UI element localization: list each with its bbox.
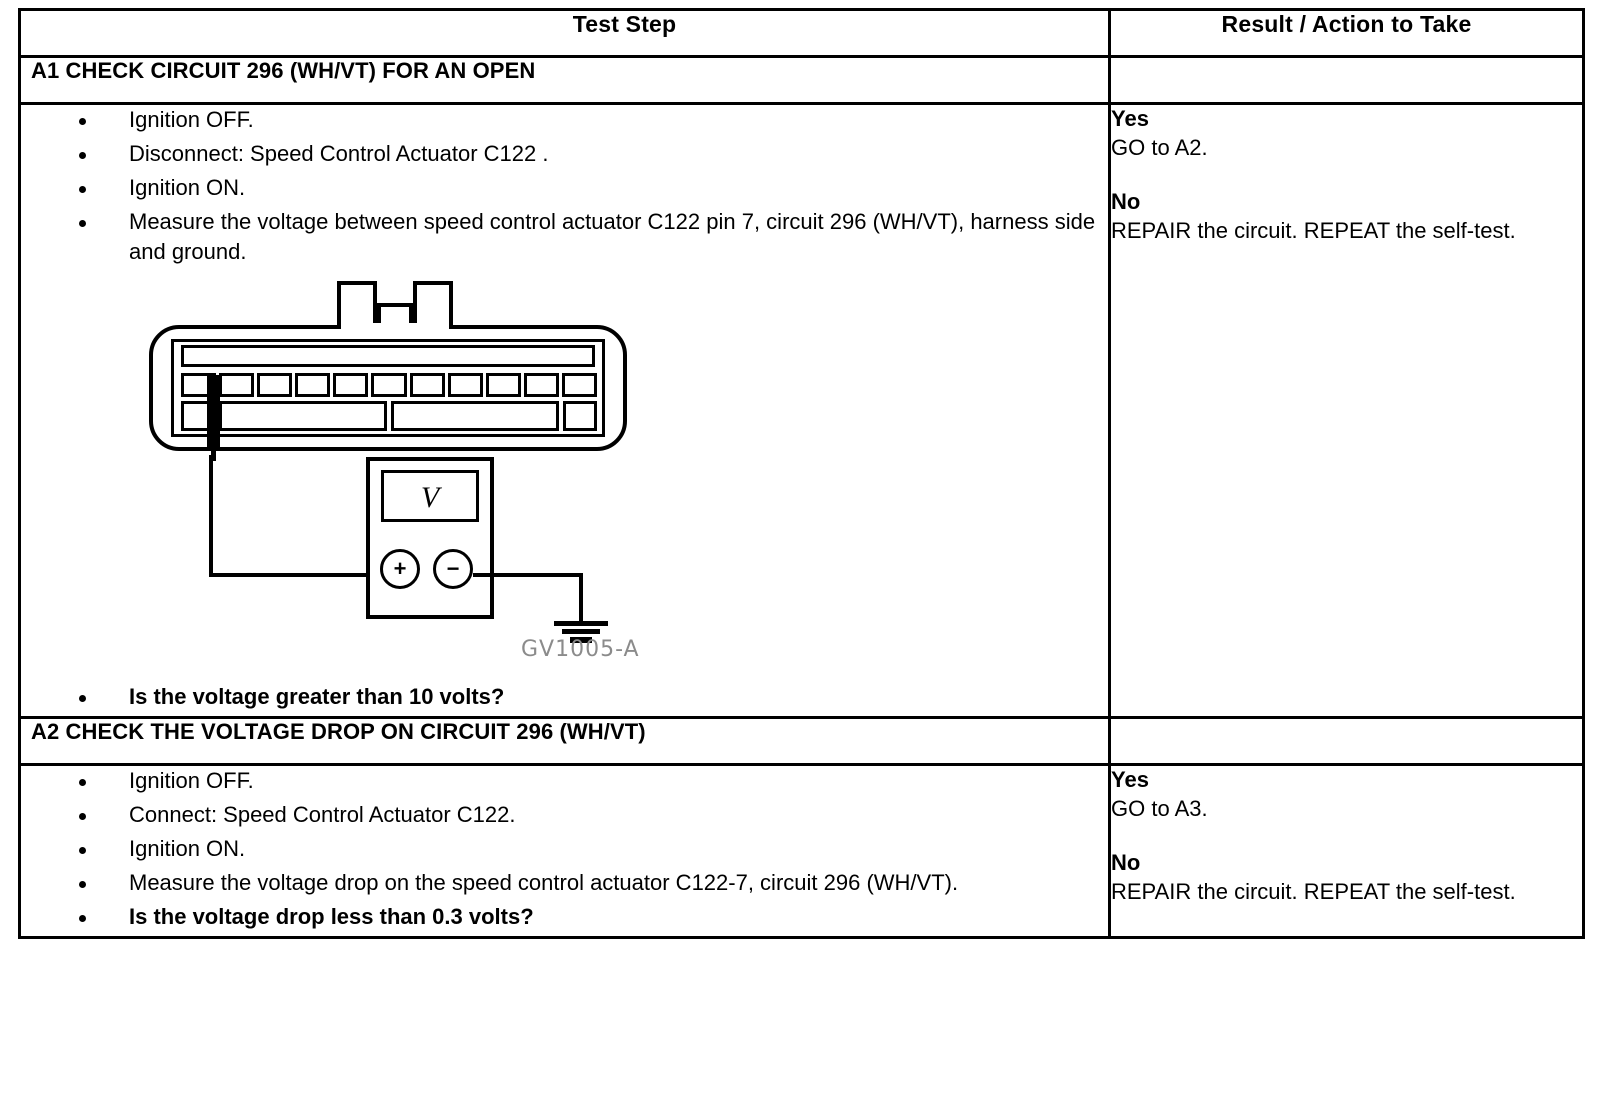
step-title-row-a1: A1 CHECK CIRCUIT 296 (WH/VT) FOR AN OPEN <box>18 55 1585 105</box>
step-question-list-a1: Is the voltage greater than 10 volts? <box>21 682 1108 714</box>
step-question-a1: Is the voltage greater than 10 volts? <box>21 682 1108 714</box>
column-header-result-action-label: Result / Action to Take <box>1221 11 1472 37</box>
diagnostic-table: Test Step Result / Action to Take A1 CHE… <box>18 8 1585 939</box>
connector-pin-row <box>181 373 598 397</box>
list-item: Connect: Speed Control Actuator C122. <box>21 800 1108 832</box>
connector-pin-cavity <box>561 373 598 397</box>
ground-symbol-bar-1 <box>554 621 608 626</box>
connector-pin-cavity <box>485 373 521 397</box>
multimeter-negative-jack: − <box>433 549 473 589</box>
step-title-blank-a1 <box>1108 55 1585 105</box>
connector-pin-cavity <box>523 373 559 397</box>
test-probe-tip <box>211 447 216 461</box>
step-body-cell-a1: Ignition OFF. Disconnect: Speed Control … <box>18 102 1111 719</box>
connector-meter-figure: V + − GV1005-A <box>21 277 1081 682</box>
step-title-row-a2: A2 CHECK THE VOLTAGE DROP ON CIRCUIT 296… <box>18 716 1585 766</box>
wire-probe-to-positive-jack <box>209 573 492 577</box>
result-yes-label-a2: Yes <box>1111 767 1149 792</box>
connector-pin-cavity <box>447 373 483 397</box>
step-title-cell-a2: A2 CHECK THE VOLTAGE DROP ON CIRCUIT 296… <box>18 716 1111 766</box>
table-header-row: Test Step Result / Action to Take <box>18 8 1585 58</box>
list-item: Ignition OFF. <box>21 105 1108 137</box>
column-header-test-step-label: Test Step <box>572 11 677 37</box>
step-title-a2: A2 CHECK THE VOLTAGE DROP ON CIRCUIT 296… <box>31 719 646 744</box>
list-item: Measure the voltage between speed contro… <box>21 207 1108 269</box>
result-cell-a2: Yes GO to A3. No REPAIR the circuit. REP… <box>1108 763 1585 939</box>
connector-pin-cavity <box>219 373 255 397</box>
list-item: Measure the voltage drop on the speed co… <box>21 868 1108 900</box>
step-bullet-list-a1: Ignition OFF. Disconnect: Speed Control … <box>21 105 1108 269</box>
connector-latch-icon <box>337 281 453 327</box>
connector-lower-cavity <box>391 401 559 431</box>
list-item: Ignition ON. <box>21 173 1108 205</box>
result-yes-action-a1: GO to A2. <box>1111 135 1208 160</box>
list-item: Ignition OFF. <box>21 766 1108 798</box>
result-no-label-a1: No <box>1111 189 1141 214</box>
connector-pin-cavity <box>409 373 445 397</box>
step-body-row-a2: Ignition OFF. Connect: Speed Control Act… <box>18 763 1585 939</box>
connector-lower-cavity-row <box>181 401 597 431</box>
ground-symbol-bar-2 <box>562 629 600 634</box>
wire-negative-jack-to-ground <box>473 573 583 577</box>
connector-lower-cavity <box>219 401 387 431</box>
figure-reference-code: GV1005-A <box>521 637 640 662</box>
ground-symbol-bar-3 <box>570 637 592 643</box>
result-spacer <box>1111 823 1582 849</box>
result-yes-label-a1: Yes <box>1111 106 1149 131</box>
step-body-cell-a2: Ignition OFF. Connect: Speed Control Act… <box>18 763 1111 939</box>
step-question-a2: Is the voltage drop less than 0.3 volts? <box>21 902 1108 934</box>
multimeter-positive-jack: + <box>380 549 420 589</box>
connector-pin-cavity-probed <box>295 373 331 397</box>
latch-right-leg <box>413 281 453 327</box>
wire-ground-vertical <box>579 573 583 623</box>
list-item: Ignition ON. <box>21 834 1108 866</box>
column-header-result-action: Result / Action to Take <box>1108 8 1585 58</box>
multimeter-display: V <box>381 470 479 522</box>
step-title-a1: A1 CHECK CIRCUIT 296 (WH/VT) FOR AN OPEN <box>31 58 536 83</box>
connector-top-slot <box>181 345 595 367</box>
latch-left-leg <box>337 281 377 327</box>
list-item: Disconnect: Speed Control Actuator C122 … <box>21 139 1108 171</box>
result-no-label-a2: No <box>1111 850 1141 875</box>
multimeter-display-value: V <box>420 481 440 514</box>
result-spacer <box>1111 162 1582 188</box>
connector-lower-cavity <box>563 401 597 431</box>
step-title-blank-a2 <box>1108 716 1585 766</box>
connector-pin-cavity <box>333 373 369 397</box>
result-cell-a1: Yes GO to A2. No REPAIR the circuit. REP… <box>1108 102 1585 719</box>
test-probe-icon <box>207 375 220 449</box>
result-no-action-a1: REPAIR the circuit. REPEAT the self-test… <box>1111 218 1516 243</box>
step-title-cell-a1: A1 CHECK CIRCUIT 296 (WH/VT) FOR AN OPEN <box>18 55 1111 105</box>
connector-pin-cavity <box>257 373 293 397</box>
column-header-test-step: Test Step <box>18 8 1111 58</box>
step-bullet-list-a2: Ignition OFF. Connect: Speed Control Act… <box>21 766 1108 934</box>
result-yes-action-a2: GO to A3. <box>1111 796 1208 821</box>
result-no-action-a2: REPAIR the circuit. REPEAT the self-test… <box>1111 879 1516 904</box>
step-body-row-a1: Ignition OFF. Disconnect: Speed Control … <box>18 102 1585 719</box>
latch-seam-cover <box>341 323 449 331</box>
connector-pin-cavity <box>371 373 407 397</box>
wire-probe-vertical <box>209 455 213 577</box>
